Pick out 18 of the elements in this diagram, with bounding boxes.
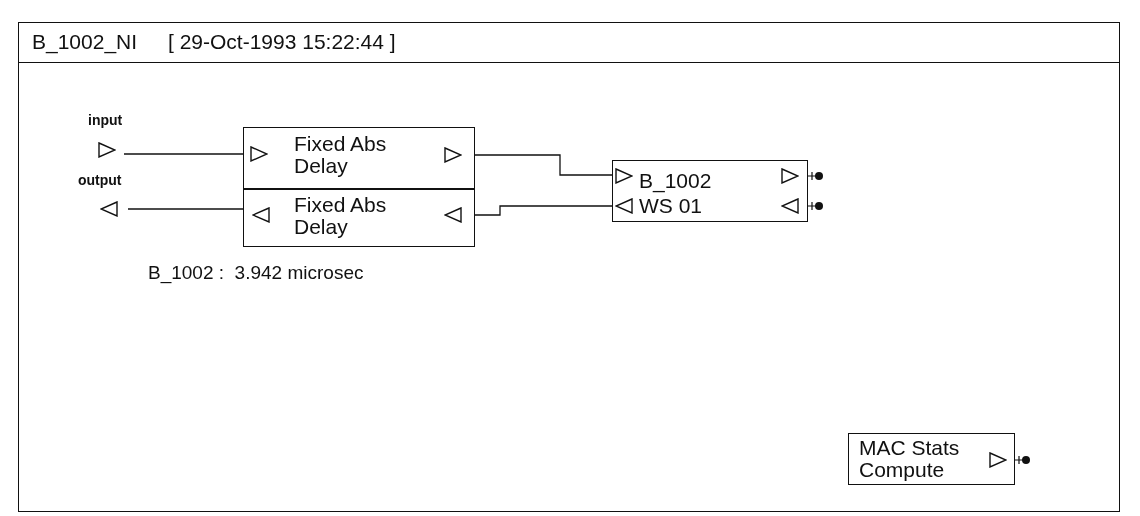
connector-line [127, 208, 244, 210]
function-block [612, 160, 808, 222]
connector-line [474, 154, 613, 176]
connector-line [474, 205, 613, 216]
function-block [848, 433, 1015, 485]
function-block [243, 127, 475, 191]
delay-note: B_1002 : 3.942 microsec [148, 262, 364, 284]
block-label: WS 01 [639, 195, 704, 217]
diagram-title: B_1002_NI [32, 30, 138, 54]
block-label: Fixed Abs Delay [294, 194, 388, 238]
block-label: Fixed Abs Delay [294, 133, 388, 177]
function-block [243, 190, 475, 247]
block-label: MAC Stats Compute [859, 437, 961, 481]
block-label: B_1002 [639, 170, 713, 192]
port-label: input [88, 112, 123, 128]
timestamp: [ 29-Oct-1993 15:22:44 ] [168, 30, 396, 54]
connector-line [123, 153, 244, 155]
port-label: output [78, 172, 122, 188]
